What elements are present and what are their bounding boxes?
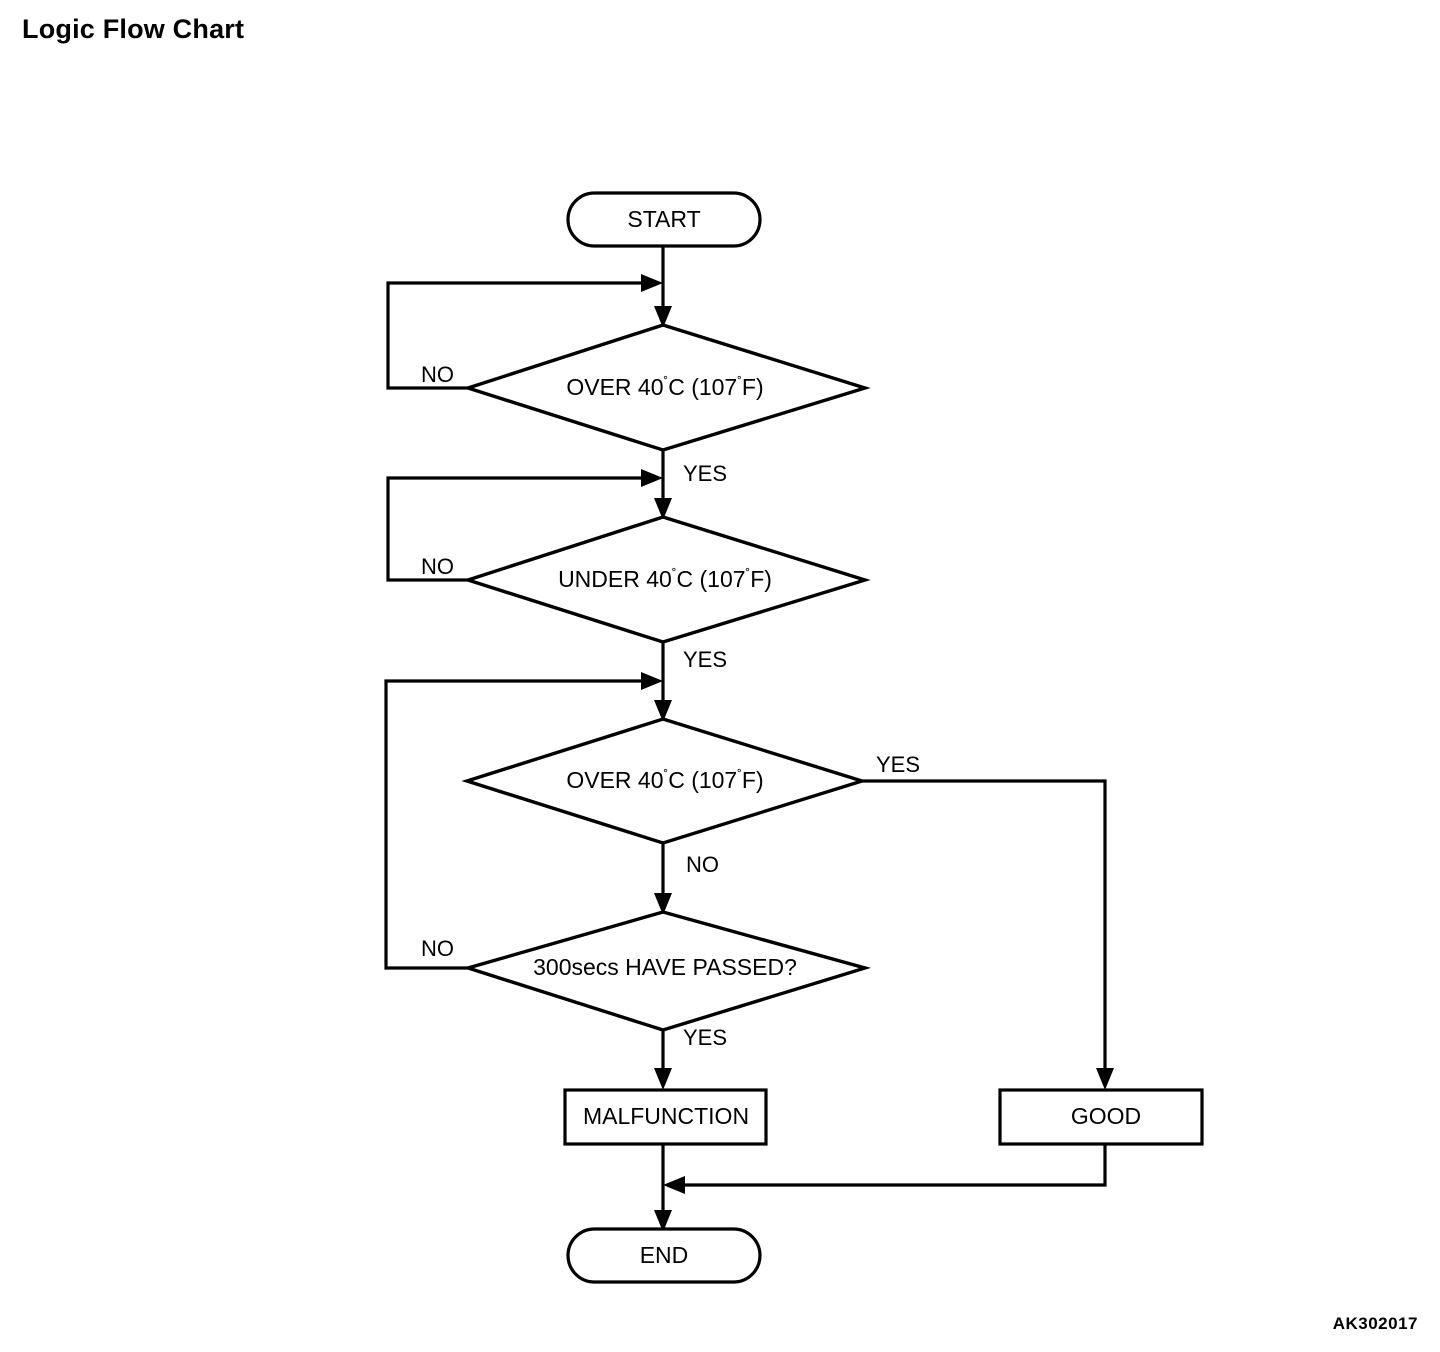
node-decision-300secs-passed[interactable]: 300secs HAVE PASSED? [462, 910, 872, 1032]
edge-malfunction-to-end [654, 1144, 672, 1232]
edge-label-decision3-no: NO [686, 852, 719, 877]
node-decision2-label: UNDER 40˚C (107˚F) [558, 566, 772, 592]
edge-label-decision3-yes: YES [876, 752, 920, 777]
node-decision-over-40c-second[interactable]: OVER 40˚C (107˚F) [461, 717, 868, 845]
edge-decision1-no-loop [386, 274, 663, 390]
node-malfunction-label: MALFUNCTION [583, 1103, 749, 1129]
edge-label-decision1-yes: YES [683, 461, 727, 486]
edge-label-decision2-yes: YES [683, 647, 727, 672]
figure-reference-code: AK302017 [1332, 1314, 1418, 1333]
edge-good-to-end-merge [663, 1144, 1107, 1194]
node-decision4-label: 300secs HAVE PASSED? [533, 954, 797, 980]
node-decision-under-40c[interactable]: UNDER 40˚C (107˚F) [462, 515, 871, 644]
edge-label-decision1-no: NO [421, 362, 454, 387]
edge-decision4-no-loop [384, 672, 663, 970]
node-end-label: END [640, 1242, 689, 1268]
edge-decision2-yes-to-decision3 [654, 642, 672, 722]
edge-decision4-yes-to-malfunction [654, 1030, 672, 1090]
edge-decision3-no-to-decision4 [654, 843, 672, 915]
node-malfunction[interactable]: MALFUNCTION [563, 1088, 768, 1146]
edge-label-decision2-no: NO [421, 554, 454, 579]
node-start[interactable]: START [566, 191, 762, 248]
edge-label-decision4-yes: YES [683, 1025, 727, 1050]
node-end[interactable]: END [566, 1227, 762, 1284]
edge-decision3-yes-to-good [862, 779, 1114, 1090]
node-decision-over-40c-first[interactable]: OVER 40˚C (107˚F) [462, 323, 871, 452]
node-good-label: GOOD [1071, 1103, 1141, 1129]
edge-label-decision4-no: NO [421, 936, 454, 961]
node-start-label: START [627, 206, 700, 232]
page-title: Logic Flow Chart [22, 14, 245, 44]
node-decision3-label: OVER 40˚C (107˚F) [566, 767, 763, 793]
edge-start-to-decision1 [654, 246, 672, 328]
edge-decision2-no-loop [386, 469, 663, 582]
node-good[interactable]: GOOD [998, 1088, 1204, 1146]
edge-decision1-yes-to-decision2 [654, 450, 672, 520]
